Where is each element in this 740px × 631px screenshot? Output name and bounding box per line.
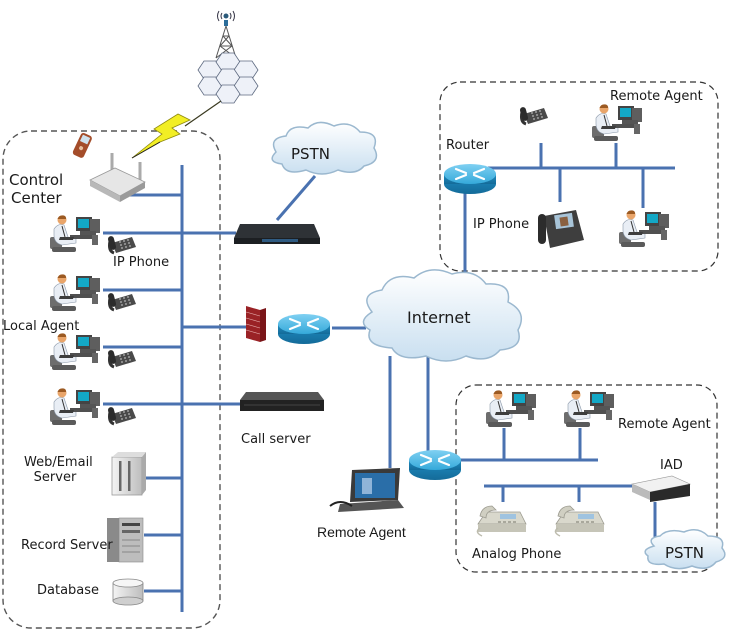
voip-gateway-icon (234, 224, 320, 244)
pstn-cloud-top (271, 121, 378, 175)
cell-tower-icon (215, 10, 237, 59)
link-gateway-pstn (275, 175, 317, 221)
branch-router-icon (407, 448, 463, 482)
analog-phone-label: Analog Phone (472, 547, 562, 562)
remote-agent-bottom-2 (563, 389, 615, 428)
cellular-network-icon (197, 52, 259, 104)
ip-phone-3-icon (105, 347, 138, 369)
network-links (103, 143, 675, 612)
router-label: Router (446, 138, 490, 153)
ip-phone-1-icon (105, 233, 138, 255)
remote-agent-top-1 (591, 103, 643, 142)
pstn-bottom-label: PSTN (665, 544, 704, 562)
remote-ip-phone-label: IP Phone (473, 217, 530, 232)
call-server-icon (240, 392, 324, 411)
control-center-title-line2: Center (11, 189, 62, 207)
remote-router-icon (442, 162, 498, 196)
web-email-server-label-line1: Web/Email (24, 455, 93, 470)
internet-label: Internet (407, 308, 471, 327)
web-email-server-label-line2: Server (33, 470, 77, 485)
control-center-boundary (2, 130, 221, 629)
wireless-access-point-icon (89, 153, 146, 202)
database-label: Database (37, 583, 100, 598)
iad-icon (631, 475, 691, 502)
internet-cloud (362, 269, 523, 362)
remote-desk-phone-icon (517, 104, 550, 126)
ip-phone-label: IP Phone (113, 255, 170, 270)
record-server-label: Record Server (21, 538, 113, 553)
local-agent-4 (49, 387, 101, 426)
remote-agent-bottom-label: Remote Agent (618, 417, 711, 432)
remote-agent-top-label: Remote Agent (610, 89, 703, 104)
firewall-icon (245, 306, 266, 342)
local-agent-3 (49, 332, 101, 371)
local-agent-1 (49, 214, 101, 253)
edge-router-icon (276, 312, 332, 346)
mobile-phone-icon (72, 132, 92, 158)
wireless-link-icon (131, 113, 191, 159)
record-server-icon (107, 517, 144, 563)
video-ip-phone-icon (538, 210, 584, 248)
laptop-icon (329, 468, 404, 512)
remote-agent-bottom-1 (485, 389, 537, 428)
ip-phone-2-icon (105, 290, 138, 312)
control-center-title-line1: Control (9, 171, 64, 189)
remote-office-top-boundary (439, 81, 719, 272)
laptop-remote-agent-label: Remote Agent (317, 524, 406, 540)
ip-phone-4-icon (105, 404, 138, 426)
database-icon (112, 578, 144, 606)
pstn-top-label: PSTN (291, 145, 330, 163)
analog-phone-1-icon (476, 505, 527, 537)
iad-label: IAD (660, 458, 683, 473)
remote-office-bottom-boundary (455, 384, 718, 573)
call-server-label: Call server (241, 432, 311, 447)
local-agent-label: Local Agent (3, 319, 80, 334)
pstn-cloud-bottom (644, 529, 726, 570)
local-agent-2 (49, 273, 101, 312)
web-email-server-icon (111, 452, 146, 496)
remote-agent-top-2 (618, 209, 670, 248)
analog-phone-2-icon (554, 505, 605, 537)
